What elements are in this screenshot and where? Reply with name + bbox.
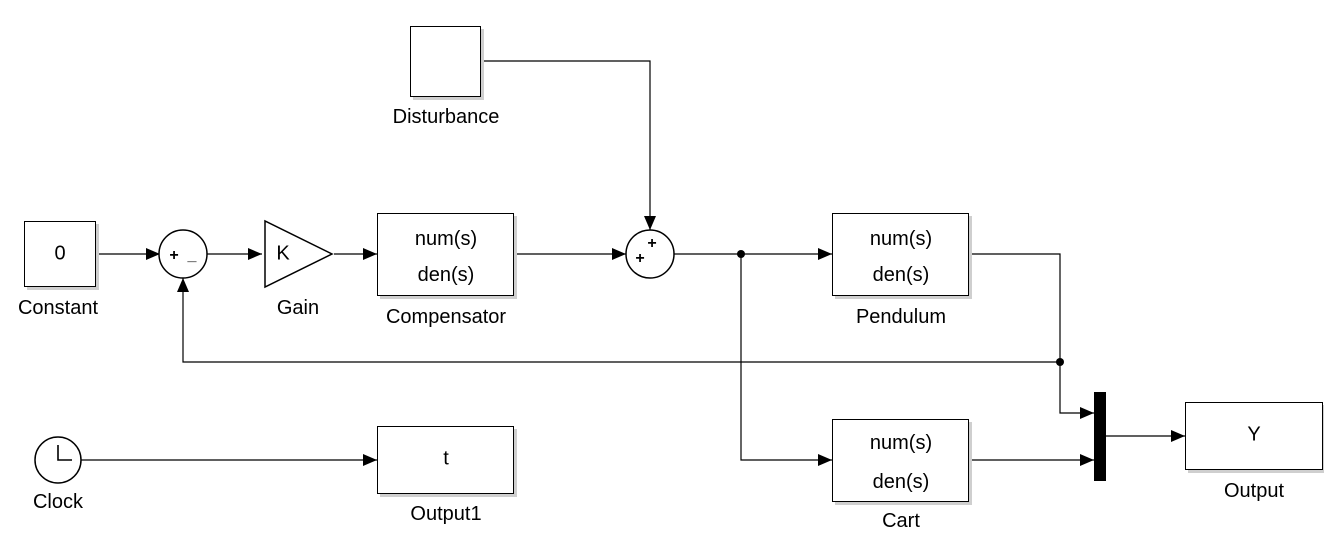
output1-block[interactable] [377, 426, 514, 494]
sum2-sign-plus-top: + [647, 235, 657, 252]
cart-denominator: den(s) [872, 471, 930, 493]
output-label: Output [1223, 480, 1285, 502]
branch-point-feedback [1056, 358, 1064, 366]
gain-value: K [276, 242, 290, 265]
cart-numerator: num(s) [869, 432, 933, 454]
pendulum-numerator: num(s) [869, 228, 933, 250]
pendulum-block[interactable] [832, 213, 969, 296]
disturbance-label: Disturbance [392, 106, 500, 128]
sum2-sign-plus-left: + [635, 250, 645, 267]
cart-block[interactable] [832, 419, 969, 502]
sum1-circle [158, 229, 208, 279]
sum2-circle [625, 229, 675, 279]
disturbance-block[interactable] [410, 26, 481, 97]
sum1-sign-minus: _ [187, 247, 197, 264]
compensator-block[interactable] [377, 213, 514, 296]
pendulum-label: Pendulum [855, 306, 947, 328]
gain-label: Gain [276, 297, 320, 319]
compensator-numerator: num(s) [414, 228, 478, 250]
constant-label: Constant [17, 297, 99, 319]
gain-triangle [264, 219, 334, 289]
cart-label: Cart [882, 510, 920, 532]
constant-block[interactable] [24, 221, 96, 287]
constant-value: 0 [54, 242, 66, 265]
output1-value: t [443, 447, 449, 470]
wire-disturbance-sum2 [481, 60, 656, 230]
wire-pendulum-mux [969, 253, 1094, 419]
mux-block [1094, 392, 1106, 481]
branch-point-pendulum-input [737, 250, 745, 258]
compensator-label: Compensator [385, 306, 507, 328]
clock-label: Clock [32, 491, 84, 513]
sum1-sign-plus: + [169, 247, 179, 264]
wire-feedback-sum1 [177, 278, 1060, 363]
output1-label: Output1 [410, 503, 482, 525]
clock-icon [57, 445, 72, 461]
output-block[interactable] [1185, 402, 1323, 470]
compensator-denominator: den(s) [417, 264, 475, 286]
output-value: Y [1247, 423, 1261, 446]
wire-branch-cart [740, 254, 832, 466]
pendulum-denominator: den(s) [872, 264, 930, 286]
